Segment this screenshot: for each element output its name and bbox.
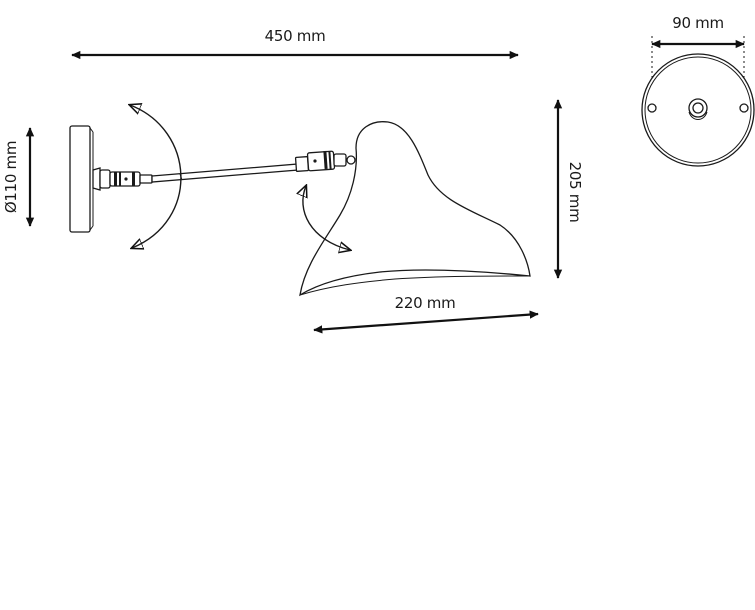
canopy-width-label: 90 mm — [672, 14, 724, 32]
shade-joint — [294, 150, 356, 172]
shade-height-label: 205 mm — [566, 162, 584, 223]
base-diameter-label: Ø110 mm — [2, 141, 20, 213]
shade-width-label: 220 mm — [395, 294, 456, 312]
shade-width-arrow — [313, 310, 539, 334]
canopy-top-view: 90 mm — [641, 14, 755, 167]
base-joint — [92, 167, 153, 191]
shade-width-dimension: 220 mm — [313, 294, 539, 334]
lamp-shade — [299, 121, 531, 297]
base-rotation-indicator — [130, 105, 182, 248]
total-length-label: 450 mm — [265, 27, 326, 45]
lamp-arm — [151, 163, 299, 183]
wall-plate — [69, 125, 94, 233]
shade-height-dimension: 205 mm — [553, 99, 584, 279]
base-diameter-dimension: Ø110 mm — [2, 127, 35, 227]
total-length-dimension: 450 mm — [71, 27, 519, 60]
shade-tilt-indicator — [303, 186, 350, 250]
